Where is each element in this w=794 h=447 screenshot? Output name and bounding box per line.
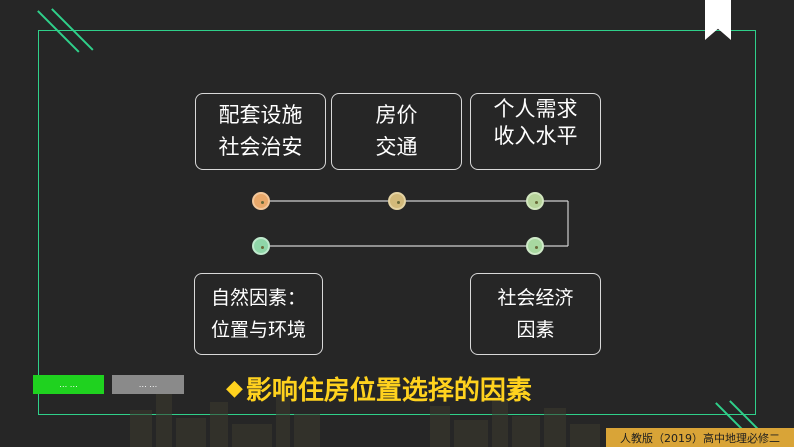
city-skyline-decoration	[130, 390, 600, 447]
box-price-line2: 交通	[375, 134, 418, 159]
box-natural-factors: 自然因素： 位置与环境	[194, 273, 323, 355]
box-price-line1: 房价	[375, 103, 418, 127]
box-income-line2: 收入水平	[493, 124, 578, 149]
slide-title: ◆ 影响住房位置选择的因素	[226, 368, 532, 408]
footer-badge: 人教版（2019）高中地理必修二	[606, 428, 794, 447]
box-needs-income: 个人需求 收入水平	[470, 93, 601, 170]
slide-title-text: 影响住房位置选择的因素	[245, 375, 532, 406]
prev-button[interactable]: … …	[33, 375, 104, 394]
node-price	[388, 192, 406, 210]
box-income-line1: 个人需求	[493, 97, 578, 121]
slide-frame	[38, 30, 756, 415]
prev-button-label: … …	[59, 380, 78, 389]
box-facilities-security: 配套设施 社会治安	[195, 93, 326, 170]
footer-text: 人教版（2019）高中地理必修二	[620, 431, 780, 445]
box-facilities-line1: 配套设施	[218, 103, 303, 127]
diamond-bullet-icon: ◆	[226, 375, 243, 401]
box-price-traffic: 房价 交通	[331, 93, 462, 170]
box-natural-line1: 自然因素：	[210, 286, 306, 309]
next-button-label: … …	[138, 380, 158, 389]
box-facilities-line2: 社会治安	[218, 134, 303, 159]
next-button[interactable]: … …	[112, 375, 184, 394]
node-income	[526, 192, 544, 210]
box-socio-line1: 社会经济	[497, 286, 574, 309]
node-natural	[252, 237, 270, 255]
box-socio-line2: 因素	[516, 319, 555, 341]
box-socioeconomic-factors: 社会经济 因素	[470, 273, 601, 355]
node-facilities	[252, 192, 270, 210]
box-natural-line2: 位置与环境	[210, 319, 306, 341]
node-socioeconomic	[526, 237, 544, 255]
